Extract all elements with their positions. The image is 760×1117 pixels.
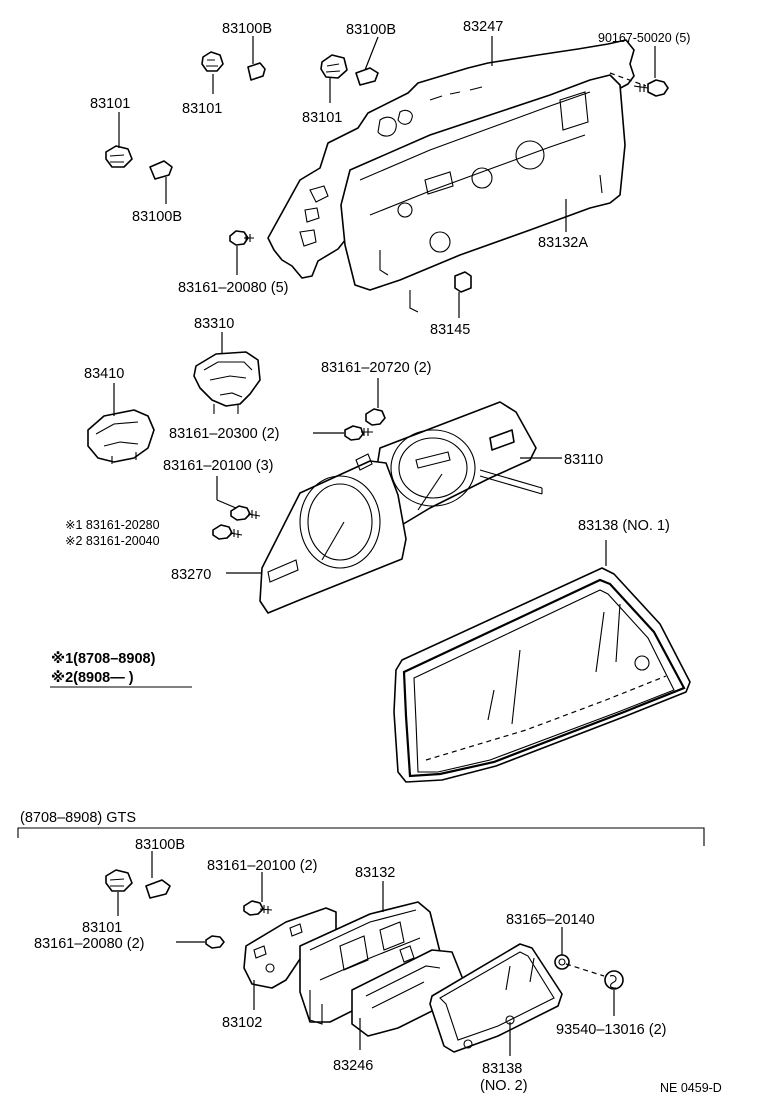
part-label: (NO. 2) [480,1078,528,1094]
part-label: 83161–20080 (2) [34,936,144,952]
tachometer-panel [259,453,407,614]
note-label: ※1(8708–8908) [51,651,156,667]
part-label: 93540–13016 (2) [556,1022,666,1038]
bulb-socket-icon [320,54,348,79]
bulb-icon [247,62,266,81]
bulb-icon [149,160,173,180]
screw-icon [344,425,373,441]
part-label: 83101 [302,110,342,126]
drawing-code: NE 0459-D [660,1081,722,1095]
bulb-icon [145,879,171,899]
part-label: 83101 [90,96,130,112]
bulb-socket-icon [105,869,133,892]
fuel-receiver-gauge [193,351,261,414]
section-label: (8708–8908) GTS [20,810,136,826]
part-label: ※1 83161-20280 [65,518,160,532]
speedometer [371,401,543,533]
meter-glass [393,567,691,783]
part-label: 83132A [538,235,588,251]
nut-icon [554,954,570,970]
note-label: ※2(8908— ) [51,670,134,686]
part-label: 83161–20100 (3) [163,458,273,474]
part-label: 83161–20100 (2) [207,858,317,874]
part-label: 83247 [463,19,503,35]
part-label: 83246 [333,1058,373,1074]
meter-housing [340,74,626,313]
bulb-socket-icon [201,51,224,72]
part-label: 83161–20300 (2) [169,426,279,442]
screw-icon [243,900,273,916]
part-label: 83110 [564,452,603,468]
screw-icon [604,970,624,990]
part-label: 83138 [482,1061,522,1077]
part-label: 83138 (NO. 1) [578,518,670,534]
part-label: 83100B [132,209,182,225]
part-label: 83410 [84,366,124,382]
screw-icon [212,524,243,540]
temperature-gauge [87,409,155,464]
part-label: 83310 [194,316,234,332]
part-label: 83145 [430,322,470,338]
part-label: 83165–20140 [506,912,595,928]
part-label: 90167-50020 (5) [598,31,690,45]
bulb-icon [355,67,379,86]
part-label: 83100B [222,21,272,37]
part-label: 83132 [355,865,395,881]
screw-icon [633,79,669,97]
part-label: ※2 83161-20040 [65,534,160,548]
clip-icon [454,271,472,293]
bulb-socket-icon [105,145,133,168]
part-label: 83102 [222,1015,262,1031]
part-label: 83161–20720 (2) [321,360,431,376]
part-label: 83161–20080 (5) [178,280,288,296]
part-label: 83101 [82,920,122,936]
screw-icon [229,230,254,246]
part-label: 83100B [135,837,185,853]
part-label: 83100B [346,22,396,38]
part-label: 83270 [171,567,211,583]
part-label: 83101 [182,101,222,117]
screw-icon [365,408,386,426]
screw-icon [230,505,261,521]
screw-icon [205,935,225,949]
